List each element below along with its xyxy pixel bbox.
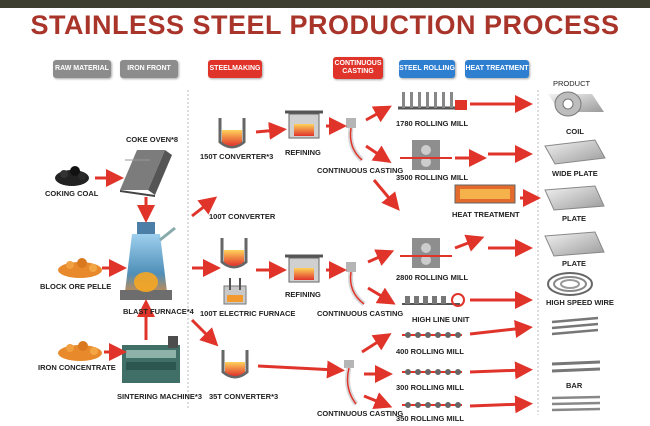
label-refining-1: REFINING	[285, 148, 321, 157]
label-refining-2: REFINING	[285, 290, 321, 299]
product-high-speed-wire-icon	[547, 272, 593, 296]
blast-furnace-icon	[120, 222, 176, 300]
product-plate-1-icon	[544, 185, 605, 211]
arrow-2800-a	[454, 234, 485, 252]
label-product-plate-2: PLATE	[562, 259, 587, 268]
product-coil-icon	[548, 91, 604, 117]
arrow-cc2-to-2800	[367, 249, 395, 266]
stage-tag-steelmaking: STEELMAKING	[208, 60, 262, 78]
label-coking-coal: COKING COAL	[45, 189, 99, 198]
label-cc-1: CONTINUOUS CASTING	[317, 166, 404, 175]
label-cc-3: CONTINUOUS CASTING	[317, 409, 404, 418]
stage-tag-iron-front: IRON FRONT	[120, 60, 178, 78]
block-ore-icon	[58, 258, 102, 278]
continuous-casting-3-icon	[344, 360, 359, 406]
product-plate-2-icon	[544, 231, 605, 257]
label-mill-350: 350 ROLLING MILL	[396, 414, 464, 423]
mill-3500-icon	[400, 140, 452, 170]
label-mill-2800: 2800 ROLLING MILL	[396, 273, 469, 282]
heat-treatment-furnace-icon	[454, 184, 516, 204]
coking-coal-icon	[55, 166, 89, 186]
arrow-cc1-to-3500	[365, 144, 392, 163]
label-coke-oven: COKE OVEN*8	[126, 135, 179, 144]
label-high-line: HIGH LINE UNIT	[412, 315, 470, 324]
label-blast-furnace: BLAST FURNACE*4	[123, 307, 194, 316]
arrow-cc3-to-400	[361, 333, 392, 354]
arrow-to-150t	[191, 196, 218, 218]
arrow-300-to-bar	[469, 361, 533, 380]
continuous-casting-1-icon	[346, 118, 364, 162]
sintering-machine-icon	[122, 336, 180, 383]
mill-1780-icon	[398, 92, 467, 110]
label-product-plate-1: PLATE	[562, 214, 587, 223]
stage-tag-raw-material: RAW MATERIAL	[53, 60, 111, 78]
mill-2800-icon	[400, 238, 452, 268]
high-line-unit-icon	[402, 293, 465, 307]
label-product-high-speed-wire: HIGH SPEED WIRE	[546, 298, 614, 307]
arrow-cc1-to-1780	[365, 105, 392, 123]
arrow-cc3-to-350	[363, 392, 393, 410]
label-iron-concentrate: IRON CONCENTRATE	[38, 363, 116, 372]
arrow-35t-to-cc3	[257, 360, 345, 379]
label-mill-300: 300 ROLLING MILL	[396, 383, 464, 392]
electric-furnace-icon	[223, 278, 247, 305]
label-heat-treatment: HEAT TREATMENT	[452, 210, 520, 219]
label-mill-1780: 1780 ROLLING MILL	[396, 119, 469, 128]
refining-2-icon	[285, 254, 323, 283]
flow-arrows	[95, 95, 541, 414]
label-converter-35: 35T CONVERTER*3	[209, 392, 279, 401]
label-sintering: SINTERING MACHINE*3	[117, 392, 203, 401]
continuous-casting-2-icon	[346, 262, 366, 306]
stage-tag-heat-treatment: HEAT TREATMENT	[465, 60, 529, 78]
stage-tag-steel-rolling: STEEL ROLLING	[399, 60, 455, 78]
converter-150-icon	[218, 118, 246, 149]
arrow-400-to-bar	[469, 320, 533, 338]
arrow-to-35t	[190, 318, 219, 347]
mill-400-icon	[402, 332, 462, 338]
label-product-coil: COIL	[566, 127, 584, 136]
mill-350-icon	[402, 402, 462, 408]
arrow-350-to-bar	[469, 395, 533, 414]
page-title: STAINLESS STEEL PRODUCTION PROCESS	[30, 10, 620, 40]
product-header: PRODUCT	[553, 79, 591, 88]
label-mill-3500: 3500 ROLLING MILL	[396, 173, 469, 182]
product-bar-icon	[551, 360, 601, 412]
arrow-cc2-to-highline	[367, 286, 396, 305]
product-wide-plate-icon	[544, 139, 606, 165]
arrow-cc1-to-heat	[372, 179, 400, 211]
top-photo-strip	[0, 0, 650, 8]
iron-concentrate-icon	[58, 341, 102, 361]
label-cc-2: CONTINUOUS CASTING	[317, 309, 404, 318]
label-product-bar: BAR	[566, 381, 583, 390]
label-product-wide-plate: WIDE PLATE	[552, 169, 598, 178]
coke-oven-icon	[120, 150, 172, 197]
stage-tag-continuous-casting: CONTINUOUS CASTING	[333, 57, 383, 79]
converter-100-icon	[220, 238, 248, 269]
product-bar-rods-icon	[551, 316, 599, 336]
label-converter-150: 150T CONVERTER*3	[200, 152, 274, 161]
arrow-150t-to-refining	[255, 121, 287, 140]
mill-300-icon	[402, 369, 462, 375]
label-converter-100: 100T CONVERTER	[209, 212, 276, 221]
label-block-ore: BLOCK ORE PELLE	[40, 282, 112, 291]
label-electric-furnace: 100T ELECTRIC FURNACE	[200, 309, 296, 318]
refining-1-icon	[285, 110, 323, 139]
converter-35-icon	[221, 350, 249, 379]
label-mill-400: 400 ROLLING MILL	[396, 347, 464, 356]
